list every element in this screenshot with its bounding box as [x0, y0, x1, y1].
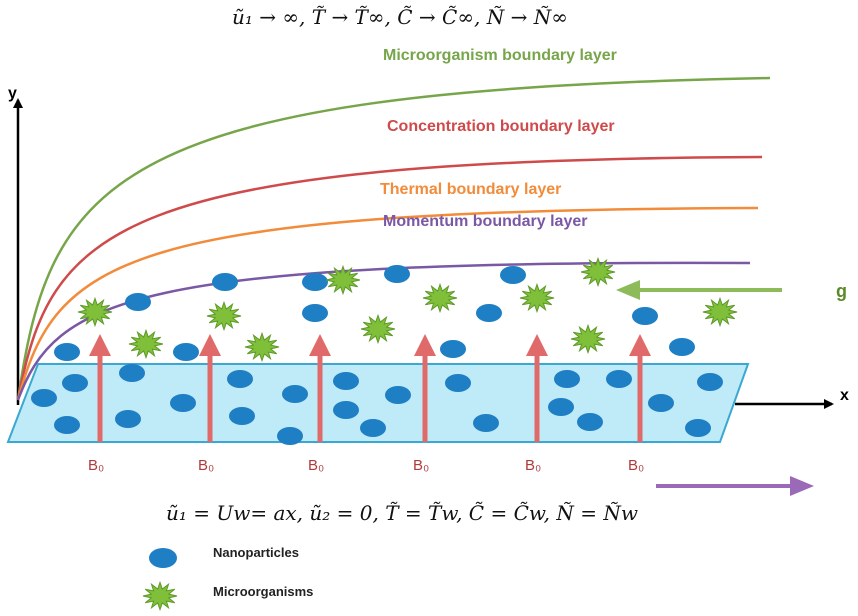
microorganism	[244, 331, 280, 363]
microorganism	[325, 264, 361, 296]
nanoparticle	[31, 389, 57, 407]
nanoparticle	[333, 401, 359, 419]
nanoparticle	[685, 419, 711, 437]
nanoparticle	[115, 410, 141, 428]
nanoparticle	[445, 374, 471, 392]
microorganism-shape	[142, 580, 178, 612]
nanoparticles-group	[31, 265, 723, 445]
layer-label-microorganism: Microorganism boundary layer	[383, 47, 617, 64]
microorganism	[422, 282, 458, 314]
microorganism	[519, 282, 555, 314]
nanoparticle	[277, 427, 303, 445]
field-arrow-head	[414, 334, 436, 356]
microorganism	[570, 323, 606, 355]
nanoparticle	[669, 338, 695, 356]
nanoparticle	[384, 265, 410, 283]
field-arrow-head	[629, 334, 651, 356]
nanoparticle	[554, 370, 580, 388]
nanoparticle	[577, 413, 603, 431]
top-boundary-condition: ũ₁ → ∞, T̃ → T̃∞, C̃ → C̃∞, Ñ → Ñ∞	[232, 5, 568, 29]
field-label-b0: B₀	[628, 457, 644, 474]
legend: Nanoparticles Microorganisms	[142, 545, 313, 612]
nanoparticle	[62, 374, 88, 392]
nanoparticle	[632, 307, 658, 325]
nanoparticle	[385, 386, 411, 404]
layer-label-concentration: Concentration boundary layer	[387, 118, 615, 135]
nanoparticle	[302, 273, 328, 291]
nanoparticle	[54, 416, 80, 434]
nanoparticle	[119, 364, 145, 382]
legend-microorganisms-label: Microorganisms	[213, 584, 313, 599]
field-label-b0: B₀	[88, 457, 104, 474]
stretch-arrow	[656, 476, 814, 496]
nanoparticle	[170, 394, 196, 412]
field-label-b0: B₀	[308, 457, 324, 474]
field-label-b0: B₀	[525, 457, 541, 474]
nanoparticle	[212, 273, 238, 291]
field-label-b0: B₀	[413, 457, 429, 474]
magnetic-field-arrows	[89, 334, 651, 442]
nanoparticle	[173, 343, 199, 361]
layer-label-momentum: Momentum boundary layer	[383, 213, 587, 230]
nanoparticle	[648, 394, 674, 412]
legend-microorganism-marker	[142, 580, 178, 612]
thermal-boundary-curve	[16, 206, 759, 401]
nanoparticle	[227, 370, 253, 388]
nanoparticle	[360, 419, 386, 437]
nanoparticle	[548, 398, 574, 416]
legend-nanoparticles-label: Nanoparticles	[213, 545, 299, 560]
nanoparticle	[476, 304, 502, 322]
nanoparticle	[54, 343, 80, 361]
microorganisms-group	[77, 256, 738, 363]
magnetic-field-labels: B₀ B₀ B₀ B₀ B₀ B₀	[88, 457, 644, 474]
field-arrow-head	[526, 334, 548, 356]
field-arrow-head	[89, 334, 111, 356]
nanoparticle	[440, 340, 466, 358]
nanoparticle	[697, 373, 723, 391]
microorganism	[702, 296, 738, 328]
field-arrow-head	[199, 334, 221, 356]
y-axis-label: y	[8, 85, 17, 102]
nanoparticle	[125, 293, 151, 311]
bottom-boundary-condition: ũ₁ = Uw= ax, ũ₂ = 0, T̃ = T̃w, C̃ = C̃w,…	[166, 501, 638, 525]
field-label-b0: B₀	[198, 457, 214, 474]
nanoparticle	[302, 304, 328, 322]
nanoparticle	[500, 266, 526, 284]
legend-nanoparticle-marker	[149, 548, 177, 568]
field-arrow-head	[309, 334, 331, 356]
microorganism-boundary-curve	[16, 76, 771, 401]
microorganism	[206, 300, 242, 332]
nanoparticle	[606, 370, 632, 388]
microorganism	[580, 256, 616, 288]
concentration-boundary-curve	[16, 155, 763, 401]
nanoparticle	[229, 407, 255, 425]
gravity-label: g	[836, 281, 847, 301]
microorganism	[128, 328, 164, 360]
microorganism	[77, 296, 113, 328]
nanoparticle	[282, 385, 308, 403]
nanoparticle	[333, 372, 359, 390]
nanoparticle	[473, 414, 499, 432]
gravity-arrow	[616, 280, 782, 300]
layer-label-thermal: Thermal boundary layer	[380, 181, 561, 198]
x-axis-label: x	[840, 387, 849, 404]
momentum-boundary-curve	[16, 261, 751, 401]
microorganism	[360, 313, 396, 345]
